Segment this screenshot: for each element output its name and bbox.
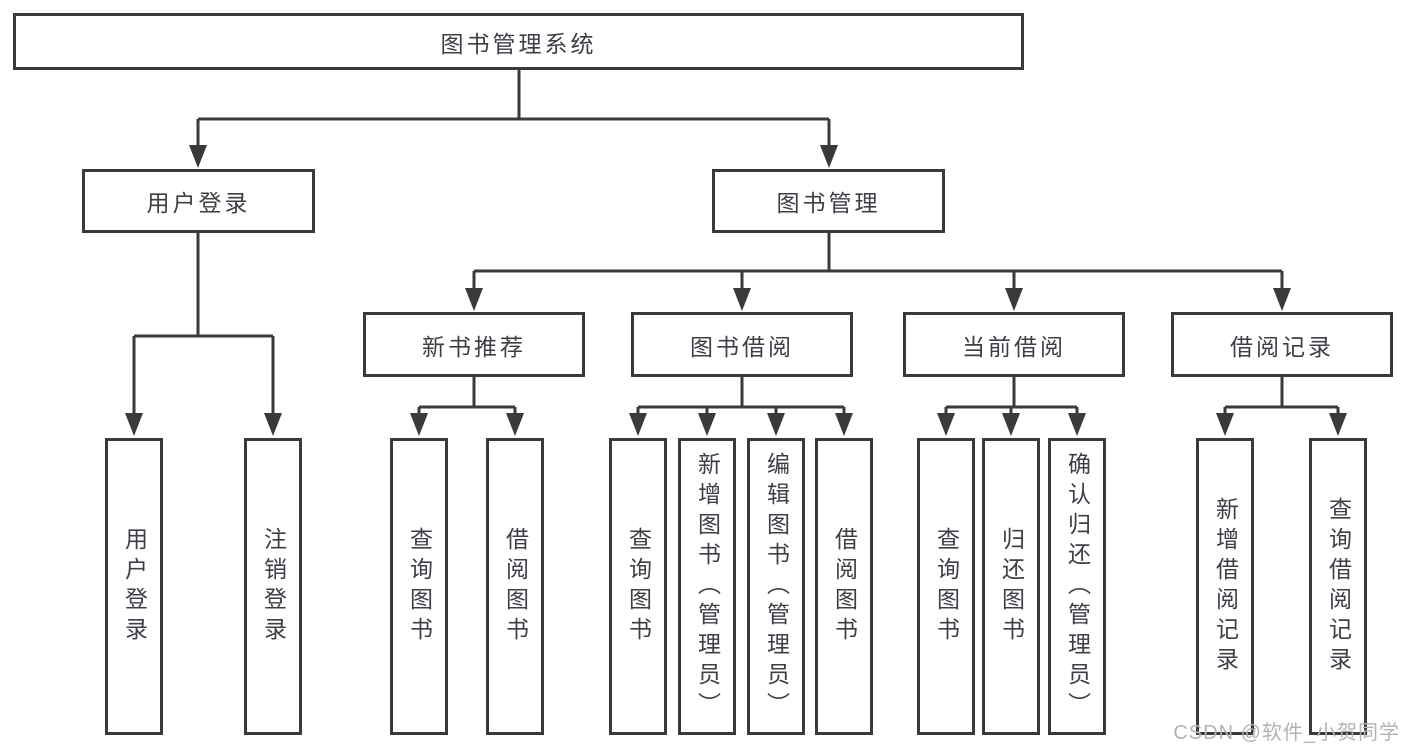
leaf-borrowing-query-books: 查询图书: [609, 438, 667, 735]
node-new-book-recommendation: 新书推荐: [363, 312, 585, 377]
edge-new-book-subtree: [417, 376, 517, 414]
node-current-borrowing: 当前借阅: [903, 312, 1125, 377]
leaf-label: 新增借阅记录: [1212, 496, 1239, 677]
leaf-current-return-books: 归还图书: [982, 438, 1040, 735]
leaf-label: 查询图书: [406, 526, 433, 647]
node-label: 图书管理: [776, 190, 881, 216]
edge-user-login-subtree: [132, 232, 275, 414]
leaf-newbook-query-books: 查询图书: [390, 438, 448, 735]
edge-root-to-level2: [196, 69, 831, 147]
leaf-label: 用户登录: [121, 526, 148, 647]
node-label: 图书借阅: [690, 333, 794, 360]
leaf-borrowing-add-books-admin: 新增图书（管理员）: [678, 438, 736, 735]
node-book-management: 图书管理: [712, 169, 945, 233]
arrowhead-icon: [1216, 413, 1234, 436]
leaf-label: 归还图书: [998, 526, 1025, 647]
node-label: 用户登录: [146, 190, 251, 216]
arrowhead-icon: [410, 413, 428, 436]
arrowhead-icon: [189, 145, 207, 168]
arrowhead-icon: [698, 413, 716, 436]
arrowhead-icon: [1002, 413, 1020, 436]
arrowhead-icon: [1005, 288, 1023, 311]
edge-book-management-to-level3: [472, 232, 1284, 290]
node-book-borrowing: 图书借阅: [631, 312, 853, 377]
node-user-login: 用户登录: [82, 169, 315, 233]
leaf-current-query-books: 查询图书: [917, 438, 975, 735]
edge-borrowing-records-subtree: [1223, 376, 1340, 414]
node-library-management-system: 图书管理系统: [13, 13, 1024, 70]
node-label: 新书推荐: [422, 333, 526, 360]
leaf-label: 注销登录: [260, 526, 287, 647]
connector-edges: [132, 69, 1340, 414]
leaf-label: 借阅图书: [831, 526, 858, 647]
leaf-current-confirm-return-admin: 确认归还（管理员）: [1048, 438, 1106, 735]
node-label: 图书管理系统: [440, 30, 597, 57]
leaf-borrowing-edit-books-admin: 编辑图书（管理员）: [747, 438, 805, 735]
node-borrowing-records: 借阅记录: [1171, 312, 1393, 377]
arrowhead-icon: [767, 413, 785, 436]
leaf-label: 编辑图书（管理员）: [763, 451, 790, 722]
leaf-label: 查询图书: [625, 526, 652, 647]
arrowheads: [125, 145, 1347, 436]
csdn-watermark: CSDN @软件_小贺同学: [1173, 722, 1400, 744]
leaf-label: 查询图书: [933, 526, 960, 647]
arrowhead-icon: [937, 413, 955, 436]
arrowhead-icon: [1068, 413, 1086, 436]
edge-book-borrowing-subtree: [636, 376, 846, 414]
edge-current-borrowing-subtree: [944, 376, 1079, 414]
arrowhead-icon: [465, 288, 483, 311]
leaf-logout: 注销登录: [244, 438, 302, 735]
leaf-label: 确认归还（管理员）: [1064, 451, 1091, 722]
arrowhead-icon: [506, 413, 524, 436]
leaf-user-login: 用户登录: [105, 438, 163, 735]
leaf-newbook-borrow-books: 借阅图书: [486, 438, 544, 735]
leaf-label: 新增图书（管理员）: [694, 451, 721, 722]
arrowhead-icon: [264, 413, 282, 436]
arrowhead-icon: [835, 413, 853, 436]
leaf-records-query-record: 查询借阅记录: [1309, 438, 1367, 735]
arrowhead-icon: [629, 413, 647, 436]
arrowhead-icon: [1273, 288, 1291, 311]
leaf-label: 查询借阅记录: [1325, 496, 1352, 677]
arrowhead-icon: [820, 145, 838, 168]
arrowhead-icon: [1329, 413, 1347, 436]
leaf-borrowing-borrow-books: 借阅图书: [815, 438, 873, 735]
leaf-records-add-record: 新增借阅记录: [1196, 438, 1254, 735]
arrowhead-icon: [733, 288, 751, 311]
arrowhead-icon: [125, 413, 143, 436]
leaf-label: 借阅图书: [502, 526, 529, 647]
node-label: 借阅记录: [1230, 333, 1334, 360]
node-label: 当前借阅: [962, 333, 1066, 360]
